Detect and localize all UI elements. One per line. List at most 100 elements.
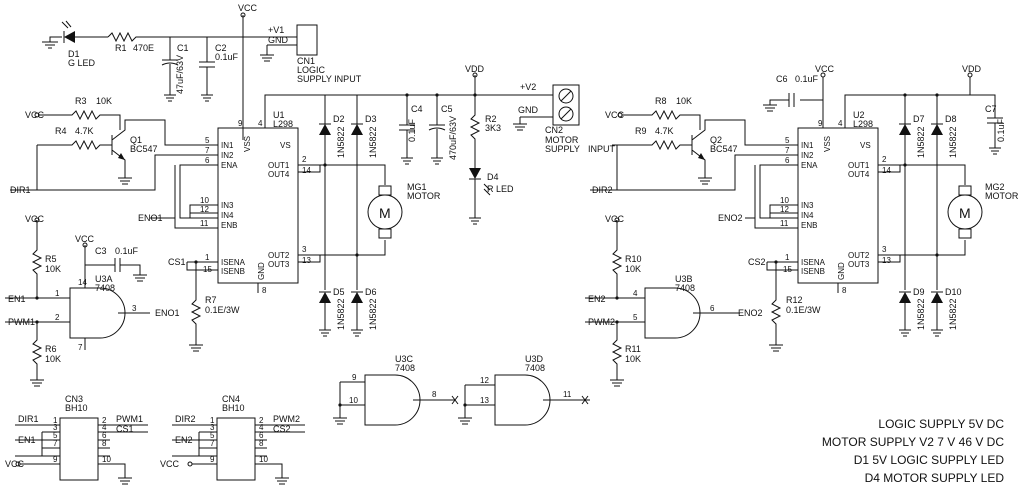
d7-val: 1N5822 [916,126,926,158]
u3c-val: 7408 [395,363,415,373]
u2-pin11: 11 [780,219,789,228]
u1-isenb: ISENB [221,267,245,276]
c4-val: 0.1uF [407,118,417,142]
motor-supply-section-left [399,72,580,225]
dir1-label: DIR1 [10,185,31,195]
cn3-cs1: CS1 [116,424,134,434]
u2-pin4: 4 [838,119,843,128]
u3c-pin9: 9 [352,373,357,382]
cn3-pin1: 1 [53,416,58,425]
u2-pin10: 10 [780,196,789,205]
u2-pin1: 1 [785,253,790,262]
u2-pin15: 15 [783,265,792,274]
cn4-pin7: 7 [210,439,215,448]
u1-vs: VS [280,141,291,150]
u1-pin5: 5 [205,136,210,145]
u3a-ref: U3A [95,274,113,284]
cn4-pin6: 6 [259,431,264,440]
u2-out4: OUT4 [848,170,870,179]
cn4-pin5: 5 [210,431,215,440]
connector-cn4 [172,417,305,485]
cn2-ref: CN2 [545,125,563,135]
flyback-diodes-left [319,95,363,337]
u1-in3: IN3 [221,201,234,210]
u1-gnd: GND [257,262,266,280]
c6-val: 0.1uF [795,74,819,84]
cn4-ref: CN4 [222,394,240,404]
pwm2-label: PWM2 [588,317,615,327]
d8-val: 1N5822 [948,126,958,158]
d5-val: 1N5822 [336,298,346,330]
cn4-pin9: 9 [210,455,215,464]
v2-label: +V2 [520,82,536,92]
mg1-letter: M [379,205,391,221]
u1-ref: U1 [273,110,285,120]
r5-ref: R5 [45,254,57,264]
cn3-dir1: DIR1 [18,414,39,424]
flyback-diodes-right [899,93,943,337]
d9-ref: D9 [913,287,925,297]
cn4-pin8: 8 [259,439,264,448]
u2-pin7: 7 [785,146,790,155]
eno2-label: ENO2 [718,213,743,223]
u1-pin10: 10 [200,196,209,205]
u1-pin15: 15 [203,265,212,274]
and-gate-u3a [5,217,150,387]
mg2-ref: MG2 [985,182,1005,192]
u2-pin3: 3 [882,245,887,254]
note-line-2: MOTOR SUPPLY V2 7 V 46 V DC [822,435,1004,449]
c1-ref: C1 [177,43,189,53]
u3b-val: 7408 [675,283,695,293]
motor-mg1 [325,164,403,256]
r9-ref: R9 [635,126,647,136]
cn4-pin4: 4 [259,423,264,432]
u1-pin3: 3 [302,245,307,254]
d2-val: 1N5822 [336,126,346,158]
u1-in4: IN4 [221,211,234,220]
r3-ref: R3 [75,96,87,106]
u3c-ref: U3C [395,354,414,364]
r10-val: 10K [625,264,641,274]
vcc-label: VCC [238,3,258,13]
u1-pin6: 6 [205,156,210,165]
mg1-ref: MG1 [407,182,427,192]
u3d-ref: U3D [525,354,544,364]
dir2-label: DIR2 [592,185,613,195]
eno2-out-label: ENO2 [738,308,763,318]
r11-val: 10K [625,354,641,364]
cn4-pin1: 1 [210,416,215,425]
u1-pin14: 14 [302,166,311,175]
u3b-pin4: 4 [633,289,638,298]
u2-in3: IN3 [801,201,814,210]
cn4-pin2: 2 [259,416,264,425]
r8-val: 10K [676,96,692,106]
u2-pin5: 5 [785,136,790,145]
u1-ena: ENA [221,161,238,170]
note-line-4: D4 MOTOR SUPPLY LED [865,471,1005,485]
cn3-pin8: 8 [102,439,107,448]
u3d-pin11: 11 [563,390,572,399]
u1-pin11: 11 [200,219,209,228]
cn4-pwm2: PWM2 [273,414,300,424]
transistor-q2-section [590,109,785,191]
u2-isena: ISENA [801,258,826,267]
cn4-dir2: DIR2 [175,414,196,424]
cn3-pin6: 6 [102,431,107,440]
r2-val: 3K3 [485,123,501,133]
r1-ref: R1 [115,43,127,53]
u1-out4: OUT4 [268,170,290,179]
d4-val: R LED [487,184,514,194]
cn2-line1: MOTOR [545,135,579,145]
u2-pin8: 8 [842,286,847,295]
u3d-val: 7408 [525,363,545,373]
u1-pin8: 8 [262,286,267,295]
note-line-3: D1 5V LOGIC SUPPLY LED [854,453,1005,467]
d4-ref: D4 [487,172,499,182]
u3b-pin6: 6 [710,304,715,313]
d3-val: 1N5822 [368,126,378,158]
cn3-pwm1: PWM1 [116,414,143,424]
d1-ref: D1 [68,49,80,59]
cn3-vcc: VCC [5,459,25,469]
r4-val: 4.7K [75,126,94,136]
motor-mg2 [905,164,983,256]
